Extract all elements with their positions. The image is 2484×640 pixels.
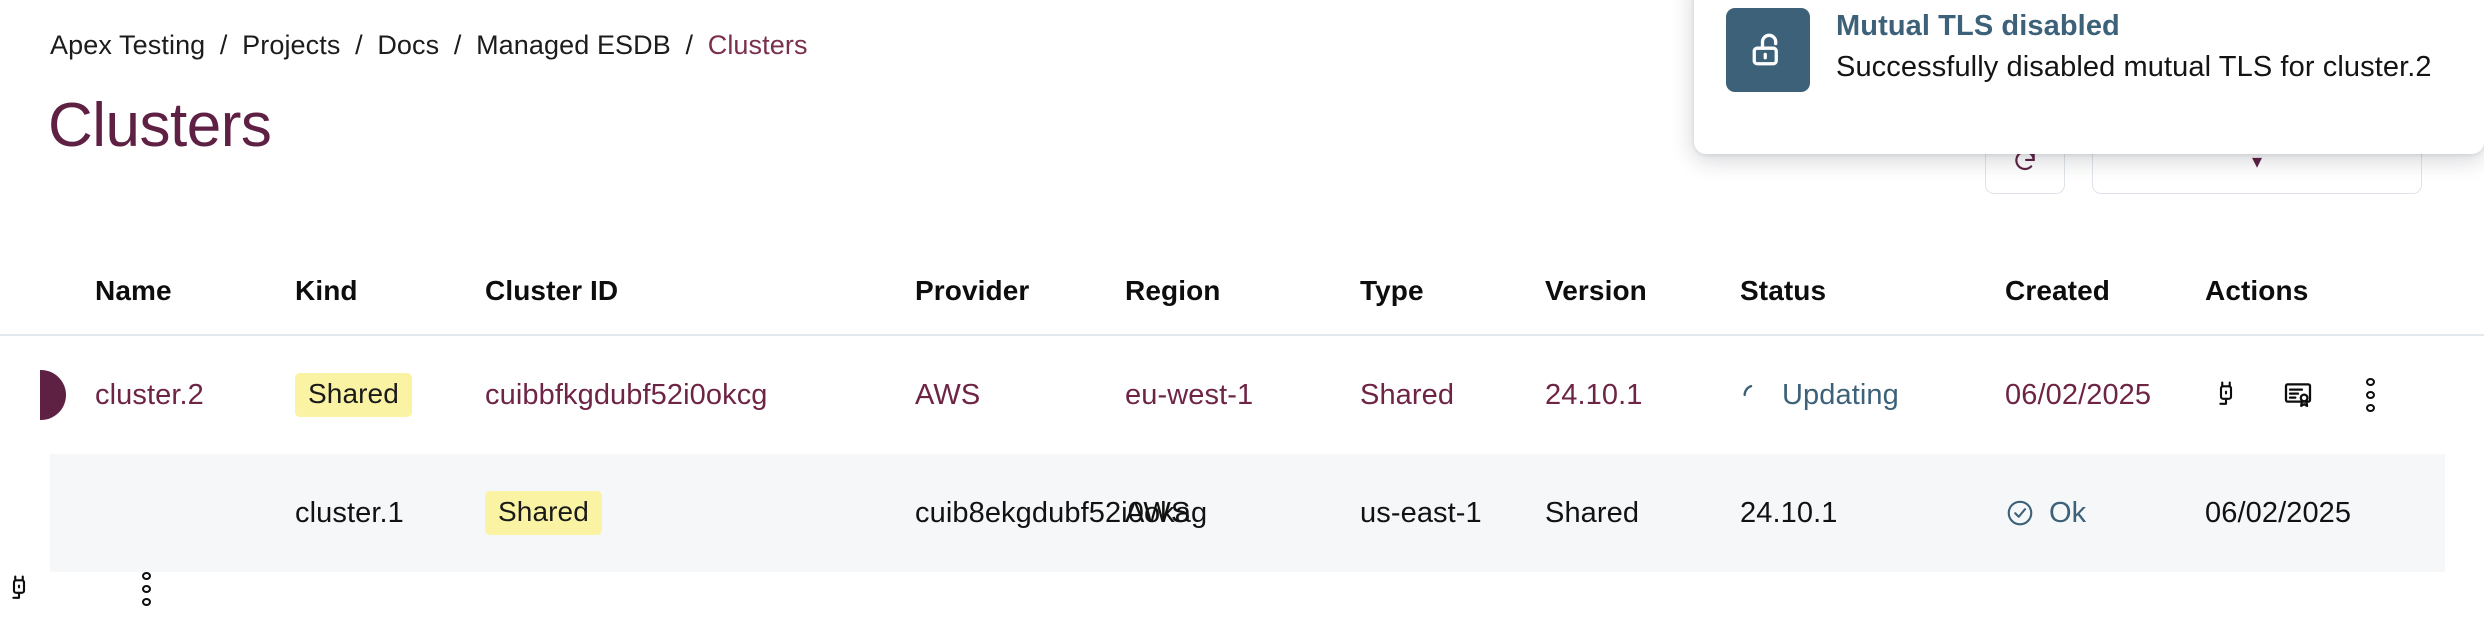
cell-name[interactable]: cluster.2: [95, 378, 204, 411]
certificate-icon[interactable]: [2281, 378, 2315, 412]
breadcrumb-item-apex-testing[interactable]: Apex Testing: [50, 30, 206, 60]
cell-name[interactable]: cluster.1: [295, 496, 404, 529]
clusters-table: Name Kind Cluster ID Provider Region Typ…: [0, 248, 2484, 606]
breadcrumb-separator: /: [219, 30, 228, 60]
column-header-version[interactable]: Version: [1545, 275, 1647, 306]
cell-provider: AWS: [915, 378, 981, 411]
plug-icon[interactable]: [2209, 378, 2243, 412]
cell-kind: Shared: [295, 373, 485, 417]
column-header-kind[interactable]: Kind: [295, 275, 358, 306]
toast-body: Mutual TLS disabled Successfully disable…: [1836, 8, 2432, 124]
kind-badge: Shared: [295, 373, 412, 417]
cell-actions: [0, 572, 151, 606]
plug-icon[interactable]: [4, 572, 34, 606]
column-header-actions: Actions: [2205, 275, 2309, 306]
page-title: Clusters: [48, 91, 272, 160]
breadcrumb-item-projects[interactable]: Projects: [242, 30, 341, 60]
table-header-row: Name Kind Cluster ID Provider Region Typ…: [0, 248, 2484, 336]
row-background: [50, 454, 2445, 572]
column-header-cluster-id[interactable]: Cluster ID: [485, 275, 619, 306]
cell-type: Shared: [1545, 496, 1640, 529]
breadcrumb-separator: /: [453, 30, 462, 60]
breadcrumb-separator: /: [685, 30, 694, 60]
cell-version: 24.10.1: [1545, 378, 1643, 411]
column-header-region[interactable]: Region: [1125, 275, 1221, 306]
cell-region: us-east-1: [1360, 496, 1482, 529]
toast-title: Mutual TLS disabled: [1836, 10, 2120, 42]
column-header-name[interactable]: Name: [95, 275, 172, 306]
row-selected-marker: [40, 370, 66, 420]
column-header-provider[interactable]: Provider: [915, 275, 1030, 306]
chevron-down-icon: ▾: [2251, 150, 2263, 173]
cell-kind: Shared: [485, 491, 915, 535]
cell-type: Shared: [1360, 378, 1455, 411]
breadcrumb: Apex Testing / Projects / Docs / Managed…: [50, 30, 808, 61]
toast-message: Successfully disabled mutual TLS for clu…: [1836, 51, 2432, 83]
cell-status: Ok: [2005, 497, 2205, 530]
status-label: Updating: [1782, 378, 1899, 411]
status-label: Ok: [2049, 496, 2087, 529]
cell-actions: [2205, 378, 2484, 412]
table-row[interactable]: cluster.2 Shared cuibbfkgdubf52i0okcg AW…: [0, 336, 2484, 454]
column-header-type[interactable]: Type: [1360, 275, 1424, 306]
cell-status: Updating: [1740, 379, 2005, 412]
check-circle-icon: [2007, 500, 2033, 526]
kind-badge: Shared: [485, 491, 602, 535]
cell-provider: AWS: [1125, 496, 1191, 529]
spinner-icon: [1743, 384, 1753, 397]
breadcrumb-separator: /: [355, 30, 363, 60]
toast-notification[interactable]: Mutual TLS disabled Successfully disable…: [1694, 0, 2484, 154]
cell-created: 06/02/2025: [2205, 496, 2352, 529]
breadcrumb-item-docs[interactable]: Docs: [377, 30, 440, 60]
breadcrumb-item-clusters[interactable]: Clusters: [707, 30, 808, 60]
cell-version: 24.10.1: [1740, 496, 1838, 529]
kebab-menu-icon[interactable]: [2353, 378, 2387, 412]
table-row[interactable]: cluster.1 Shared cuib8ekgdubf52i0okag AW…: [0, 454, 2484, 606]
column-header-status[interactable]: Status: [1740, 275, 1827, 306]
cell-cluster-id[interactable]: cuibbfkgdubf52i0okcg: [485, 378, 768, 411]
cell-created: 06/02/2025: [2005, 378, 2152, 411]
column-header-created[interactable]: Created: [2005, 275, 2110, 306]
breadcrumb-item-managed-esdb[interactable]: Managed ESDB: [476, 30, 671, 60]
kebab-menu-icon[interactable]: [142, 572, 151, 606]
cell-region: eu-west-1: [1125, 378, 1254, 411]
unlock-icon: [1726, 8, 1810, 92]
refresh-icon: [2015, 150, 2035, 171]
cell-cluster-id[interactable]: cuib8ekgdubf52i0okag: [915, 496, 1208, 529]
